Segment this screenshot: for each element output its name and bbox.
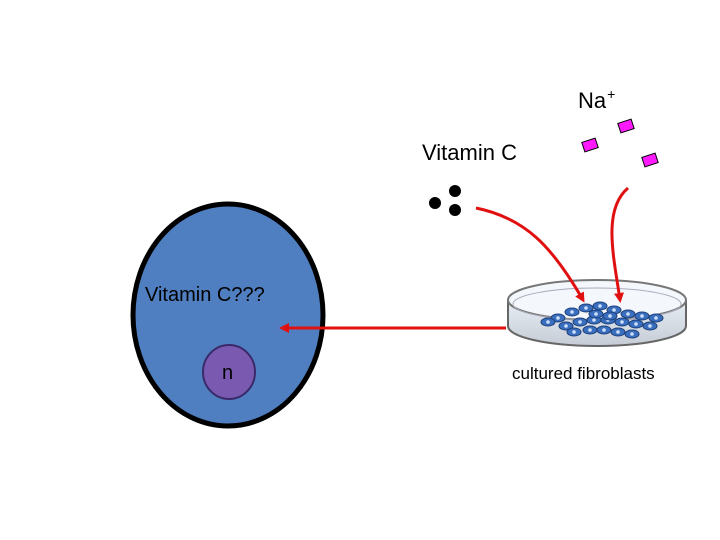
cell — [130, 201, 326, 429]
fibroblast-nucleus — [592, 318, 596, 322]
fibroblast-nucleus — [564, 324, 568, 328]
fibroblast-nucleus — [616, 330, 620, 334]
nucleus — [202, 344, 256, 400]
fibroblast-cluster — [540, 301, 664, 339]
sodium-uptake-arrow — [610, 186, 630, 303]
fibroblast-nucleus — [570, 310, 574, 314]
fibroblast-nucleus — [602, 328, 606, 332]
cell-vitamin-c-question: Vitamin C??? — [145, 284, 265, 306]
sodium-ion — [581, 137, 599, 153]
fibroblast-nucleus — [654, 316, 658, 320]
vitamin-c-uptake-arrow — [475, 206, 585, 303]
sodium-ion — [641, 152, 659, 168]
dish-caption: cultured fibroblasts — [512, 364, 655, 383]
vitamin-c-molecules — [429, 185, 461, 216]
fibroblast-nucleus — [634, 322, 638, 326]
fibroblast-nucleus — [584, 306, 588, 310]
fibroblast-nucleus — [594, 312, 598, 316]
vitamin-c-label: Vitamin C — [422, 140, 517, 165]
fibroblast-nucleus — [648, 324, 652, 328]
fibroblast-nucleus — [588, 328, 592, 332]
vitamin-c-molecule — [429, 197, 441, 209]
sodium-label: Na+ — [578, 86, 616, 113]
fibroblast-nucleus — [598, 304, 602, 308]
sodium-ions — [581, 118, 659, 168]
fibroblast-nucleus — [626, 312, 630, 316]
fibroblast-nucleus — [640, 314, 644, 318]
fibroblast-nucleus — [620, 320, 624, 324]
nucleus-label: n — [222, 362, 234, 384]
fibroblast-nucleus — [630, 332, 634, 336]
fibroblast-nucleus — [572, 330, 576, 334]
fibroblast-nucleus — [556, 316, 560, 320]
sodium-ion — [617, 118, 635, 134]
fibroblast-nucleus — [546, 320, 550, 324]
fibroblast-nucleus — [612, 308, 616, 312]
fibroblast-nucleus — [578, 320, 582, 324]
vitamin-c-molecule — [449, 185, 461, 197]
vitamin-c-molecule — [449, 204, 461, 216]
fibroblast-nucleus — [608, 314, 612, 318]
